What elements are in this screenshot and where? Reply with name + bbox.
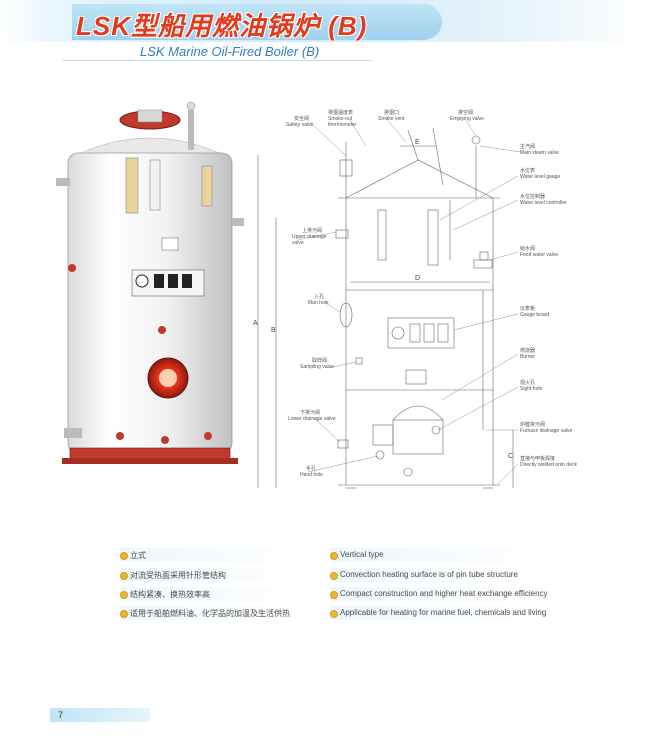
bullet-dot xyxy=(330,591,338,599)
feature-zh-1: 立式 xyxy=(130,551,146,560)
label-hand-hole: 手孔 Hand hole xyxy=(300,466,323,478)
feature-en-1: Vertical type xyxy=(340,550,384,559)
feature-en-4: Applicable for heating for marine fuel, … xyxy=(340,608,547,617)
dim-b-label: B xyxy=(271,327,276,334)
label-man-hole: 入孔 Man hole xyxy=(308,294,329,306)
label-burner: 燃烧器 Burner xyxy=(520,348,536,360)
label-water-level-controller: 水位控制器 Water level controller xyxy=(520,194,567,206)
bullet-dot xyxy=(120,610,128,618)
page-number: 7 xyxy=(58,710,64,720)
label-safety-valve: 安全阀 Safety valve xyxy=(286,116,314,128)
label-emptying-valve: 排空阀 Emptying valve xyxy=(450,110,484,122)
label-feed-water-valve: 给水阀 Feed water valve xyxy=(520,246,559,258)
label-welded-onto-deck: 直接与甲板焊接 Directly welded onto deck xyxy=(520,456,577,468)
feature-zh-3: 结构紧凑、换热效率高 xyxy=(130,590,210,599)
label-upper-drainage-valve: 上排污阀 Upper drainage valve xyxy=(292,228,327,246)
feature-zh-2: 对流受热面采用针形管结构 xyxy=(130,571,226,580)
feature-en-3: Compact construction and higher heat exc… xyxy=(340,589,548,598)
feature-en-2: Convection heating surface is of pin tub… xyxy=(340,570,518,579)
page-subtitle: LSK Marine Oil-Fired Boiler (B) xyxy=(140,44,320,59)
label-main-steam-valve: 主汽阀 Main steam valve xyxy=(520,144,559,156)
label-gauge-board: 仪表板 Gauge board xyxy=(520,306,550,318)
feature-zh-4: 适用于船舶燃料油、化学品的加温及生活供热 xyxy=(130,609,290,618)
title-tab xyxy=(72,4,442,40)
label-sight-hole: 观火孔 Sight hole xyxy=(520,380,543,392)
boiler-technical-drawing: A B C D E xyxy=(253,117,521,489)
bullet-dot xyxy=(120,572,128,580)
label-furnace-drainage-valve: 炉膛排污阀 Furnace drainage valve xyxy=(520,422,573,434)
label-lower-drainage-valve: 下排污阀 Lower drainage valve xyxy=(288,410,336,422)
bullet-dot xyxy=(330,610,338,618)
dim-e-label: E xyxy=(415,139,420,146)
boiler-photo xyxy=(56,101,244,464)
bullet-dot xyxy=(120,591,128,599)
page-number-bar xyxy=(50,708,150,722)
label-sampling-valve: 取样阀 Sampling valve xyxy=(300,358,334,370)
dim-d-label: D xyxy=(415,275,420,282)
bullet-dot xyxy=(330,552,338,560)
title-underline xyxy=(62,60,372,61)
dim-a-label: A xyxy=(253,320,258,327)
label-water-level-gauge: 水位表 Water level gauge xyxy=(520,168,561,180)
page-title: LSK型船用燃油锅炉 (B) xyxy=(76,11,368,41)
bullet-dot xyxy=(330,572,338,580)
label-smoke-vent: 排烟口 Smoke vent xyxy=(378,110,405,122)
bullet-dot xyxy=(120,552,128,560)
dim-c-label: C xyxy=(508,453,513,460)
label-smoke-thermometer: 排烟温度表 Smoke-out thermometer xyxy=(328,110,357,128)
